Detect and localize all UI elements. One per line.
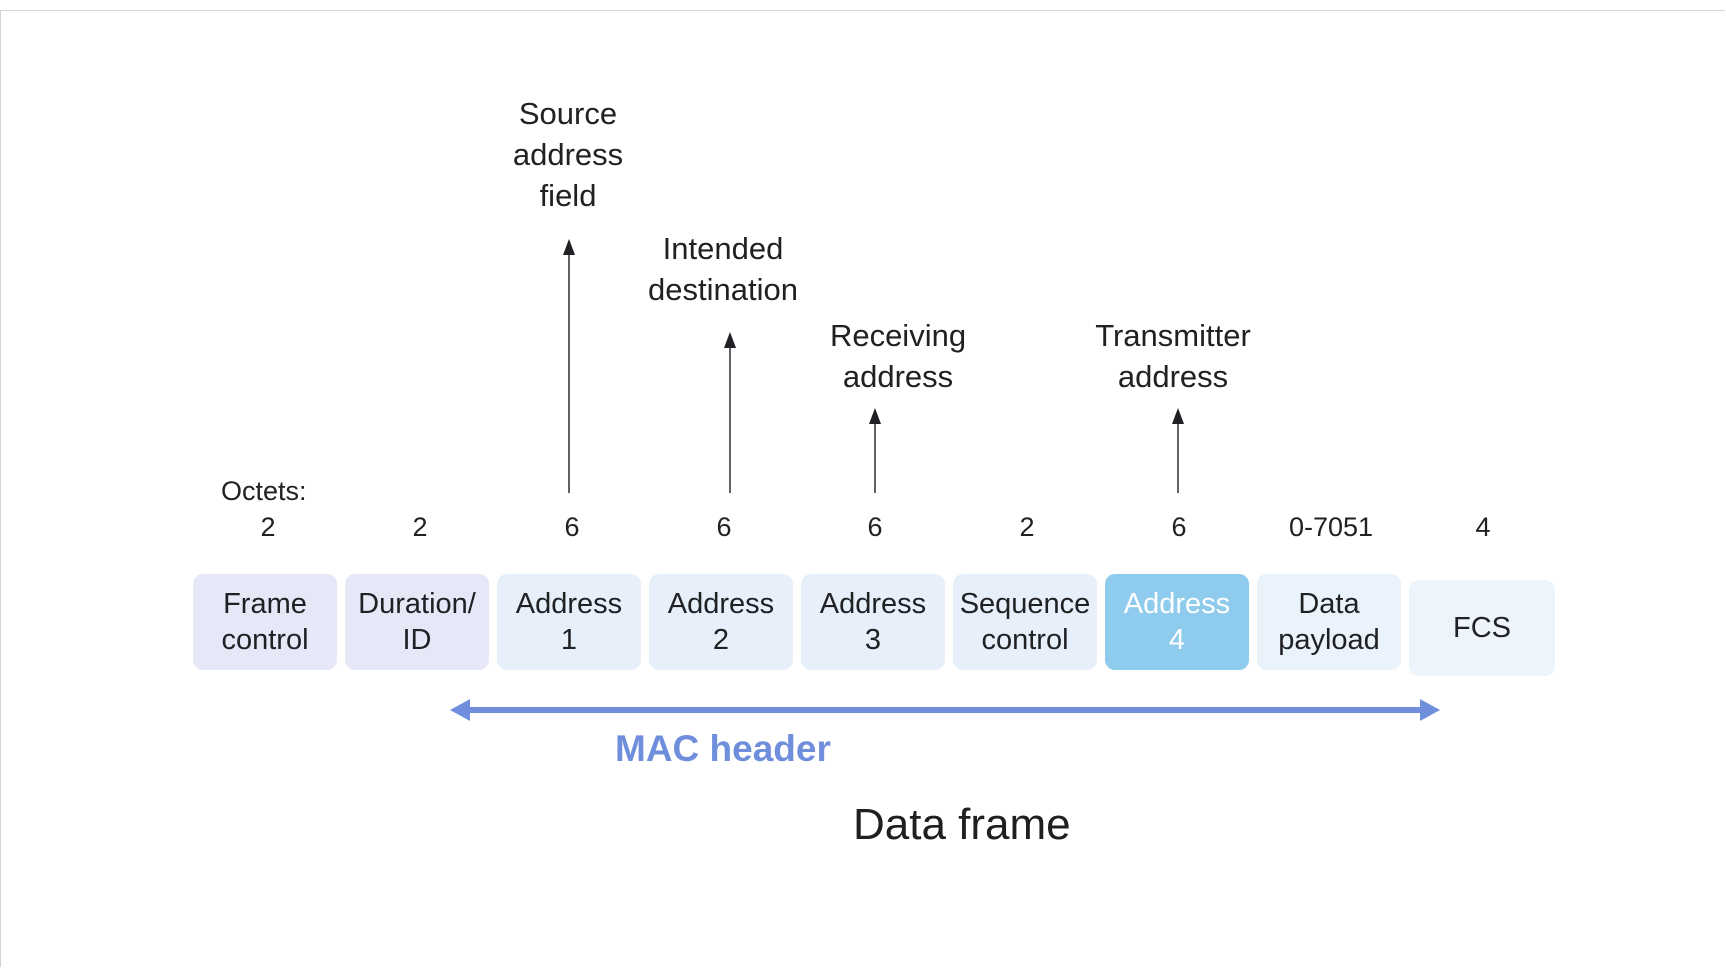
slide-border (0, 10, 1725, 967)
octet-value: 4 (1475, 512, 1491, 542)
source-arrow-icon (563, 239, 575, 493)
octets-label: Octets: (221, 476, 307, 506)
receiving-arrow-icon (869, 408, 881, 493)
octet-value: 6 (1171, 512, 1187, 542)
field-address-3: Address 3 (801, 574, 945, 670)
intended-arrow-icon (724, 332, 736, 493)
octet-value: 6 (716, 512, 732, 542)
source-address-annotation: Source address field (512, 96, 624, 213)
field-address-4: Address 4 (1105, 574, 1249, 670)
intended-destination-annotation: Intended destination (648, 231, 798, 307)
octet-value: 6 (564, 512, 580, 542)
mac-header-label: MAC header (615, 728, 831, 769)
transmitter-address-annotation: Transmitter address (1095, 318, 1251, 394)
diagram-caption: Data frame (853, 800, 1071, 849)
field-fcs: FCS (1409, 580, 1555, 676)
transmitter-arrow-icon (1172, 408, 1184, 493)
mac-header-arrow-icon (450, 699, 1440, 721)
field-duration-id: Duration/ ID (345, 574, 489, 670)
field-data-payload: Data payload (1257, 574, 1401, 670)
field-address-1: Address 1 (497, 574, 641, 670)
octet-value: 2 (1019, 512, 1035, 542)
field-frame-control: Frame control (193, 574, 337, 670)
field-sequence-control: Sequence control (953, 574, 1097, 670)
octet-value: 0-7051 (1288, 512, 1374, 542)
receiving-address-annotation: Receiving address (829, 318, 967, 394)
field-address-2: Address 2 (649, 574, 793, 670)
octet-value: 6 (867, 512, 883, 542)
octet-value: 2 (412, 512, 428, 542)
octet-value: 2 (260, 512, 276, 542)
